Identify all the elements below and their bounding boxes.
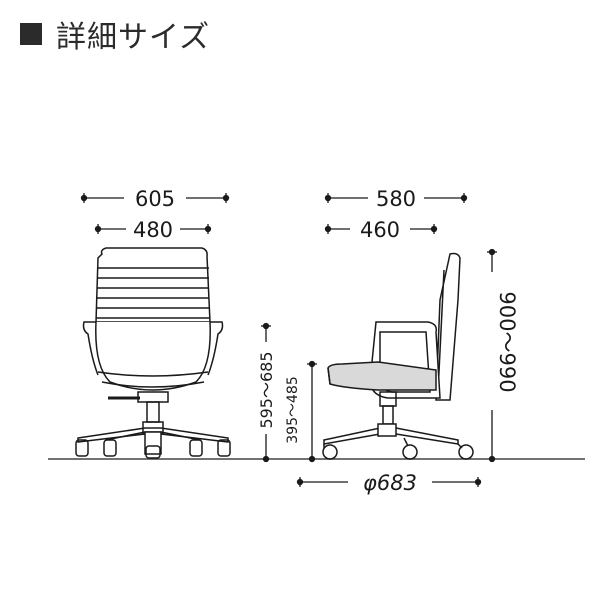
dim-base-diameter: φ683 bbox=[363, 471, 417, 495]
dim-seat-height: 395～485 bbox=[285, 376, 301, 443]
dim-arm-height: 595～685 bbox=[257, 351, 276, 428]
dim-front-overall-width: 605 bbox=[135, 187, 175, 211]
title-square-icon bbox=[20, 23, 42, 45]
dim-side-seat-depth: 460 bbox=[360, 218, 400, 242]
dim-lines-front bbox=[80, 193, 230, 234]
title-text: 詳細サイズ bbox=[56, 20, 211, 55]
front-view-chair bbox=[75, 247, 231, 459]
dim-front-seat-width: 480 bbox=[133, 218, 173, 242]
dim-lines-side bbox=[261, 193, 497, 487]
side-view-chair bbox=[322, 252, 474, 460]
dim-side-overall-depth: 580 bbox=[376, 187, 416, 211]
dim-overall-height: 900～990 bbox=[495, 291, 519, 392]
section-title: 詳細サイズ bbox=[20, 14, 211, 55]
